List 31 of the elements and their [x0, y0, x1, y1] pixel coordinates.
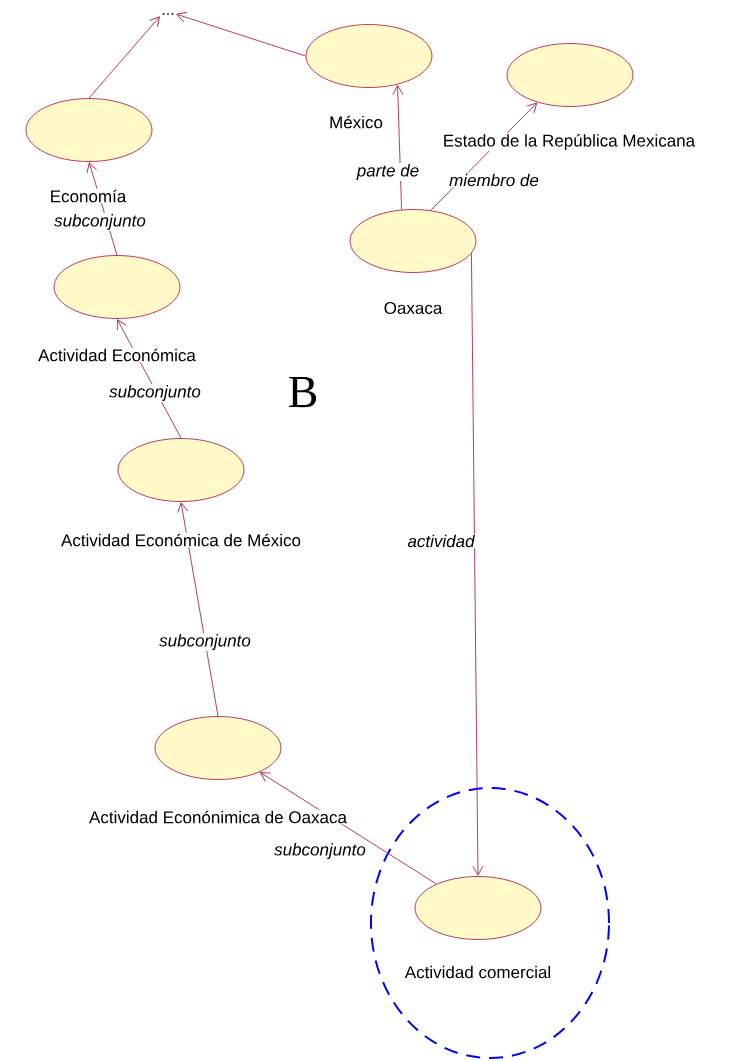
dashed-circle	[370, 787, 610, 1059]
ellipsis-text: ...	[162, 13, 174, 15]
ellipse	[53, 255, 181, 319]
ellipse	[154, 716, 282, 780]
node-label: Economía	[48, 188, 128, 204]
node-label: Oaxaca	[382, 301, 444, 316]
edge-label: subconjunto	[273, 842, 367, 860]
node-label: Estado de la República Mexicana	[441, 133, 697, 152]
node-label: Actividad Econónimica de Oaxaca	[88, 809, 348, 825]
edge-label: actividad	[406, 533, 476, 549]
node-label: Actividad Económica de México	[60, 532, 302, 548]
node-label: Actividad comercial	[403, 964, 553, 980]
edge-label: subconjunto	[108, 384, 202, 402]
edge-label: parte de	[355, 163, 421, 181]
arrow	[176, 11, 306, 57]
edge-label: subconjunto	[53, 213, 147, 231]
arrow	[260, 772, 437, 885]
ellipse	[506, 43, 634, 107]
ellipse	[305, 24, 433, 88]
ellipse	[25, 98, 153, 162]
arrow	[392, 85, 404, 211]
ellipse	[414, 876, 542, 940]
arrow	[471, 253, 484, 876]
edge-label: miembro de	[448, 172, 540, 188]
arrow	[88, 16, 160, 99]
panel-letter: B	[288, 376, 317, 408]
ellipse	[349, 209, 477, 273]
ellipse	[117, 438, 245, 502]
edge-label: subconjunto	[158, 633, 252, 651]
node-label: Actividad Económica	[37, 347, 197, 363]
node-label: México	[328, 114, 384, 130]
